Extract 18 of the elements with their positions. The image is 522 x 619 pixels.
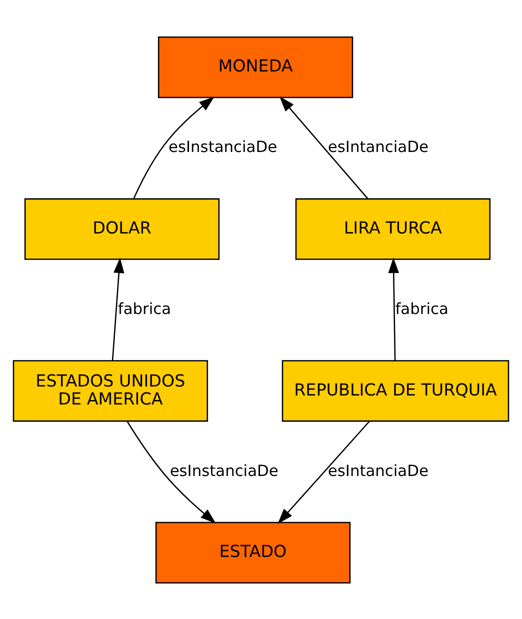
arrow: [278, 420, 370, 524]
edge-label: esInstanciaDe: [168, 138, 278, 156]
arrow: [126, 420, 216, 523]
arrow: [133, 96, 214, 198]
edge-label: fabrica: [118, 299, 172, 318]
edge-label: esInstanciaDe: [170, 461, 278, 480]
node-box: REPUBLICA DE TURQUIA: [282, 360, 510, 422]
arrow: [112, 257, 124, 360]
node-box: DOLAR: [24, 198, 220, 260]
edge-label: esIntanciaDe: [328, 138, 428, 156]
arrow: [279, 96, 368, 199]
node-box: ESTADO: [155, 521, 351, 583]
node-box: ESTADOS UNIDOS DE AMERICA: [12, 360, 208, 422]
edge-label: fabrica: [395, 299, 448, 318]
node-box: LIRA TURCA: [295, 198, 491, 260]
node-box: MONEDA: [158, 36, 354, 98]
edge-label: esIntanciaDe: [328, 461, 428, 480]
arrow: [388, 257, 400, 360]
